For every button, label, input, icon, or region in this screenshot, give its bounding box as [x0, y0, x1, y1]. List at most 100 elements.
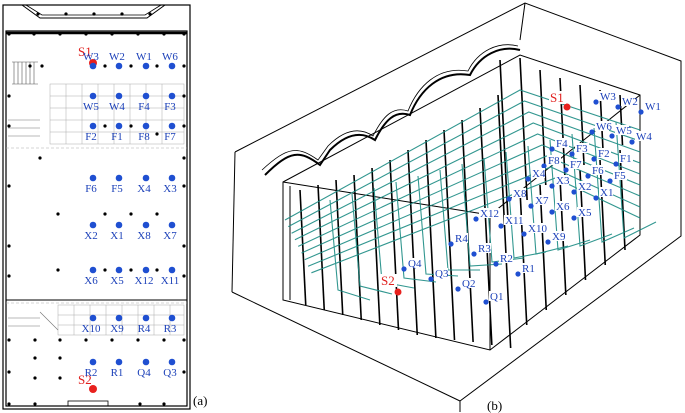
sensor-dot-3d-r2	[493, 261, 499, 267]
sensor-dot-plan-w6	[168, 62, 176, 70]
sensor-dot-plan-f8	[142, 122, 150, 130]
sensor-dot-3d-f5	[607, 178, 613, 184]
structural-column	[599, 159, 607, 266]
sensor-label-bg	[577, 181, 591, 191]
sensor-label-3d-f8: F8	[548, 155, 560, 167]
pipe-run	[417, 175, 459, 277]
source-label-s1-3d: S1	[550, 90, 564, 105]
sensor-label-3d-r2: R2	[500, 253, 513, 265]
sensor-label-plan-x12: X12	[135, 275, 154, 287]
sensor-dot-3d-w6	[589, 129, 595, 135]
sensor-dot-3d-w5	[609, 133, 615, 139]
sensor-dot-3d-x10	[521, 231, 527, 237]
sensor-dot-plan-r3	[168, 314, 176, 322]
sensor-dot-3d-q4	[401, 266, 407, 272]
pipe-run	[351, 193, 393, 295]
structural-column	[619, 94, 624, 146]
sensor-label-3d-x12: X12	[480, 208, 499, 220]
sensor-label-3d-w1: W1	[645, 101, 661, 113]
sensor-dot-plan-x4	[142, 174, 150, 182]
sensor-dot-plan-r2	[89, 358, 97, 366]
sensor-label-3d-f1: F1	[620, 153, 632, 165]
sensor-dot-3d-f7	[563, 167, 569, 173]
sensor-label-plan-w2: W2	[109, 51, 125, 63]
sensor-dot-plan-x10	[89, 314, 97, 322]
sensor-dot-3d-w2	[615, 104, 621, 110]
sensor-label-bg	[477, 243, 491, 253]
structural-column	[519, 189, 528, 326]
pipe-run	[505, 151, 547, 259]
sensor-dot-3d-f2	[591, 156, 597, 162]
sensor-label-bg	[551, 231, 565, 241]
sensor-dot-plan-f5	[115, 174, 123, 182]
pipe-run	[301, 144, 641, 254]
sensor-label-plan-x11: X11	[161, 275, 180, 287]
sensor-label-bg	[575, 143, 589, 153]
sensor-label-plan-x6: X6	[84, 275, 98, 287]
sensor-label-plan-x4: X4	[137, 183, 151, 195]
sensor-label-plan-w4: W4	[109, 101, 125, 113]
sensor-dot-3d-w1	[638, 109, 644, 115]
structural-column	[335, 179, 344, 316]
sensor-label-3d-w6: W6	[596, 121, 612, 133]
panel-a-label: (a)	[193, 393, 207, 408]
sensor-dot-3d-x11	[498, 223, 504, 229]
sensor-label-3d-w4: W4	[636, 131, 652, 143]
sensor-label-3d-w3: W3	[600, 91, 616, 103]
source-label-s2-3d: S2	[381, 273, 395, 288]
pipe-run	[297, 133, 641, 247]
sensor-dot-3d-f4	[549, 146, 555, 152]
sensor-dot-3d-f6	[585, 173, 591, 179]
pipe-run	[615, 121, 657, 239]
sensor-dot-plan-f1	[115, 122, 123, 130]
sensor-dot-3d-x6	[549, 209, 555, 215]
sensor-label-bg	[547, 155, 561, 165]
sensor-label-plan-w6: W6	[162, 51, 178, 63]
sensor-dot-plan-q4	[142, 358, 150, 366]
sensor-dot-3d-r4	[448, 241, 454, 247]
sensor-dot-3d-x3	[549, 183, 555, 189]
sensor-label-plan-f1: F1	[111, 131, 123, 143]
sensor-label-3d-x6: X6	[556, 201, 570, 213]
sensor-label-plan-f7: F7	[164, 131, 176, 143]
sensor-label-plan-x8: X8	[137, 230, 151, 242]
sensor-dot-3d-q1	[483, 299, 489, 305]
structural-column	[389, 159, 400, 331]
sensor-dot-plan-x5	[115, 266, 123, 274]
structural-column	[371, 167, 381, 326]
source-label-s2-plan: S2	[78, 372, 92, 387]
sensor-label-plan-x10: X10	[82, 323, 101, 335]
sensor-label-bg	[555, 175, 569, 185]
sensor-label-3d-x3: X3	[556, 175, 570, 187]
sensor-dot-plan-x12	[142, 266, 150, 274]
sensor-dot-3d-x5	[571, 215, 577, 221]
sensor-label-plan-r4: R4	[138, 323, 151, 335]
structural-column	[519, 57, 528, 201]
sensor-dot-3d-x4	[525, 176, 531, 182]
sensor-label-bg	[504, 215, 524, 225]
sensor-label-3d-r1: R1	[522, 263, 535, 275]
sensor-dot-3d-x7	[528, 203, 534, 209]
sensor-label-3d-q4: Q4	[408, 258, 422, 270]
sensor-label-plan-r2: R2	[85, 367, 98, 379]
sensor-label-bg	[599, 91, 613, 101]
pipe-run	[527, 145, 569, 255]
sensor-label-plan-x9: X9	[110, 323, 124, 335]
sensor-dot-3d-x2	[571, 189, 577, 195]
sensor-label-bg	[499, 253, 513, 263]
sensor-dot-plan-r4	[142, 314, 150, 322]
sensor-label-plan-w1: W1	[136, 51, 152, 63]
sensor-label-bg	[489, 291, 503, 301]
sensor-label-plan-w3: W3	[83, 51, 99, 63]
structural-column	[539, 184, 548, 311]
sensor-dot-plan-f3	[168, 92, 176, 100]
sensor-dot-plan-x9	[115, 314, 123, 322]
sensor-label-plan-f6: F6	[85, 183, 97, 195]
sensor-dot-plan-w1	[142, 62, 150, 70]
sensor-label-bg	[461, 278, 475, 288]
sensor-dot-3d-q3	[428, 276, 434, 282]
sensor-label-3d-f3: F3	[576, 143, 588, 155]
sensor-label-bg	[527, 223, 547, 233]
